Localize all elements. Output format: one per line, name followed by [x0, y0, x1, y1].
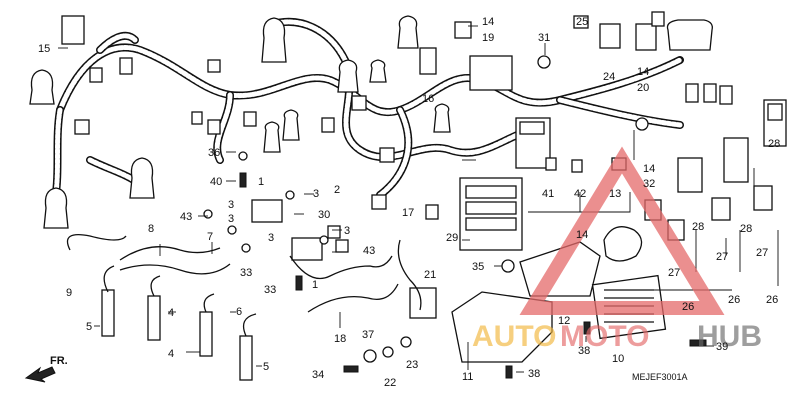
callout-4: 4	[168, 307, 174, 319]
callout-12: 12	[558, 315, 570, 327]
front-direction-arrow: FR.	[24, 355, 68, 383]
callout-1: 1	[312, 279, 318, 291]
callout-41: 41	[542, 188, 554, 200]
callout-3: 3	[313, 188, 319, 200]
callout-29: 29	[446, 232, 458, 244]
callout-16: 16	[422, 93, 434, 105]
callout-25: 25	[576, 16, 588, 28]
callout-8: 8	[148, 223, 154, 235]
callout-26: 26	[728, 294, 740, 306]
callout-2: 2	[334, 184, 340, 196]
callout-3: 3	[228, 199, 234, 211]
callout-17: 17	[402, 207, 414, 219]
callout-6: 6	[236, 306, 242, 318]
callout-28: 28	[768, 138, 780, 150]
callout-28: 28	[740, 223, 752, 235]
watermark-text-part2: MOTO	[560, 320, 649, 353]
callout-1: 1	[258, 176, 264, 188]
callout-32: 32	[643, 178, 655, 190]
callout-27: 27	[668, 267, 680, 279]
automotohub-watermark: AUTO MOTO HUB	[472, 146, 762, 353]
callout-34: 34	[312, 369, 324, 381]
front-direction-label: FR.	[50, 355, 68, 367]
callout-37: 37	[362, 329, 374, 341]
callout-42: 42	[574, 188, 586, 200]
main-wire-harness	[51, 17, 684, 204]
callout-20: 20	[637, 82, 649, 94]
callout-3: 3	[228, 213, 234, 225]
callout-4: 4	[168, 348, 174, 360]
callout-18: 18	[334, 333, 346, 345]
harness-connectors	[29, 15, 733, 229]
callout-43: 43	[363, 245, 375, 257]
callout-39: 39	[716, 341, 728, 353]
callout-21: 21	[424, 269, 436, 281]
callout-43: 43	[180, 211, 192, 223]
callout-labels: 15 14 19 31 25 24 14 20 16 28 36 2 17 14…	[38, 16, 780, 389]
callout-11: 11	[462, 371, 473, 383]
callout-5: 5	[86, 321, 92, 333]
callout-14: 14	[576, 229, 588, 241]
callout-3: 3	[268, 232, 274, 244]
callout-23: 23	[406, 359, 418, 371]
callout-14: 14	[482, 16, 494, 28]
plug-caps	[66, 233, 257, 381]
callout-27: 27	[716, 251, 728, 263]
callout-35: 35	[472, 261, 484, 273]
callout-28: 28	[692, 221, 704, 233]
callout-13: 13	[609, 188, 621, 200]
callout-9: 9	[66, 287, 72, 299]
callout-22: 22	[384, 377, 396, 389]
callout-40: 40	[210, 176, 222, 188]
leader-lines	[58, 25, 779, 373]
callout-38: 38	[578, 345, 590, 357]
callout-33: 33	[240, 267, 252, 279]
callout-31: 31	[538, 32, 550, 44]
callout-30: 30	[318, 209, 330, 221]
callout-38: 38	[528, 368, 540, 380]
callout-3: 3	[344, 225, 350, 237]
diagram-code: MEJEF3001A	[632, 372, 688, 382]
callout-24: 24	[603, 71, 615, 83]
callout-10: 10	[612, 353, 624, 365]
callout-15: 15	[38, 43, 50, 55]
callout-36: 36	[208, 147, 220, 159]
ignition-coils	[251, 199, 437, 319]
callout-33: 33	[264, 284, 276, 296]
watermark-text-part1: AUTO	[472, 320, 556, 353]
callout-27: 27	[756, 247, 768, 259]
callout-26: 26	[766, 294, 778, 306]
watermark-text-part3: HUB	[697, 320, 762, 353]
callout-19: 19	[482, 32, 494, 44]
callout-26: 26	[682, 301, 694, 313]
bolts	[203, 55, 707, 379]
callout-7: 7	[207, 231, 213, 243]
callout-14: 14	[637, 66, 649, 78]
callout-14: 14	[643, 163, 655, 175]
callout-5: 5	[263, 361, 269, 373]
ecu-unit	[459, 177, 523, 251]
